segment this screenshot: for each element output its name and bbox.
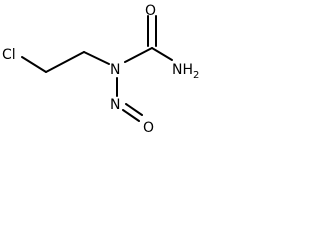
bond-n-c3 (124, 47, 153, 63)
bond-c2-n (83, 51, 110, 65)
atom-nh2-main: NH (172, 62, 193, 78)
bond-n-o-b (125, 103, 143, 116)
atom-labels: Cl N N O O NH2 (2, 3, 199, 136)
atom-n-nitroso: N (110, 97, 120, 113)
atom-nh2: NH2 (172, 62, 199, 81)
atom-nh2-subscript: 2 (193, 70, 199, 81)
atom-o-nitroso: O (143, 120, 154, 136)
bond-c1-c2 (45, 51, 85, 73)
atom-cl: Cl (2, 47, 16, 63)
bond-cl-c1 (21, 56, 47, 73)
atom-n-amine: N (110, 62, 120, 78)
bonds (21, 15, 173, 122)
bond-n-o-a (122, 109, 140, 122)
bond-c3-nh2 (151, 47, 173, 61)
structure-diagram: Cl N N O O NH2 (2, 3, 199, 136)
atom-o-carbonyl: O (145, 3, 156, 19)
